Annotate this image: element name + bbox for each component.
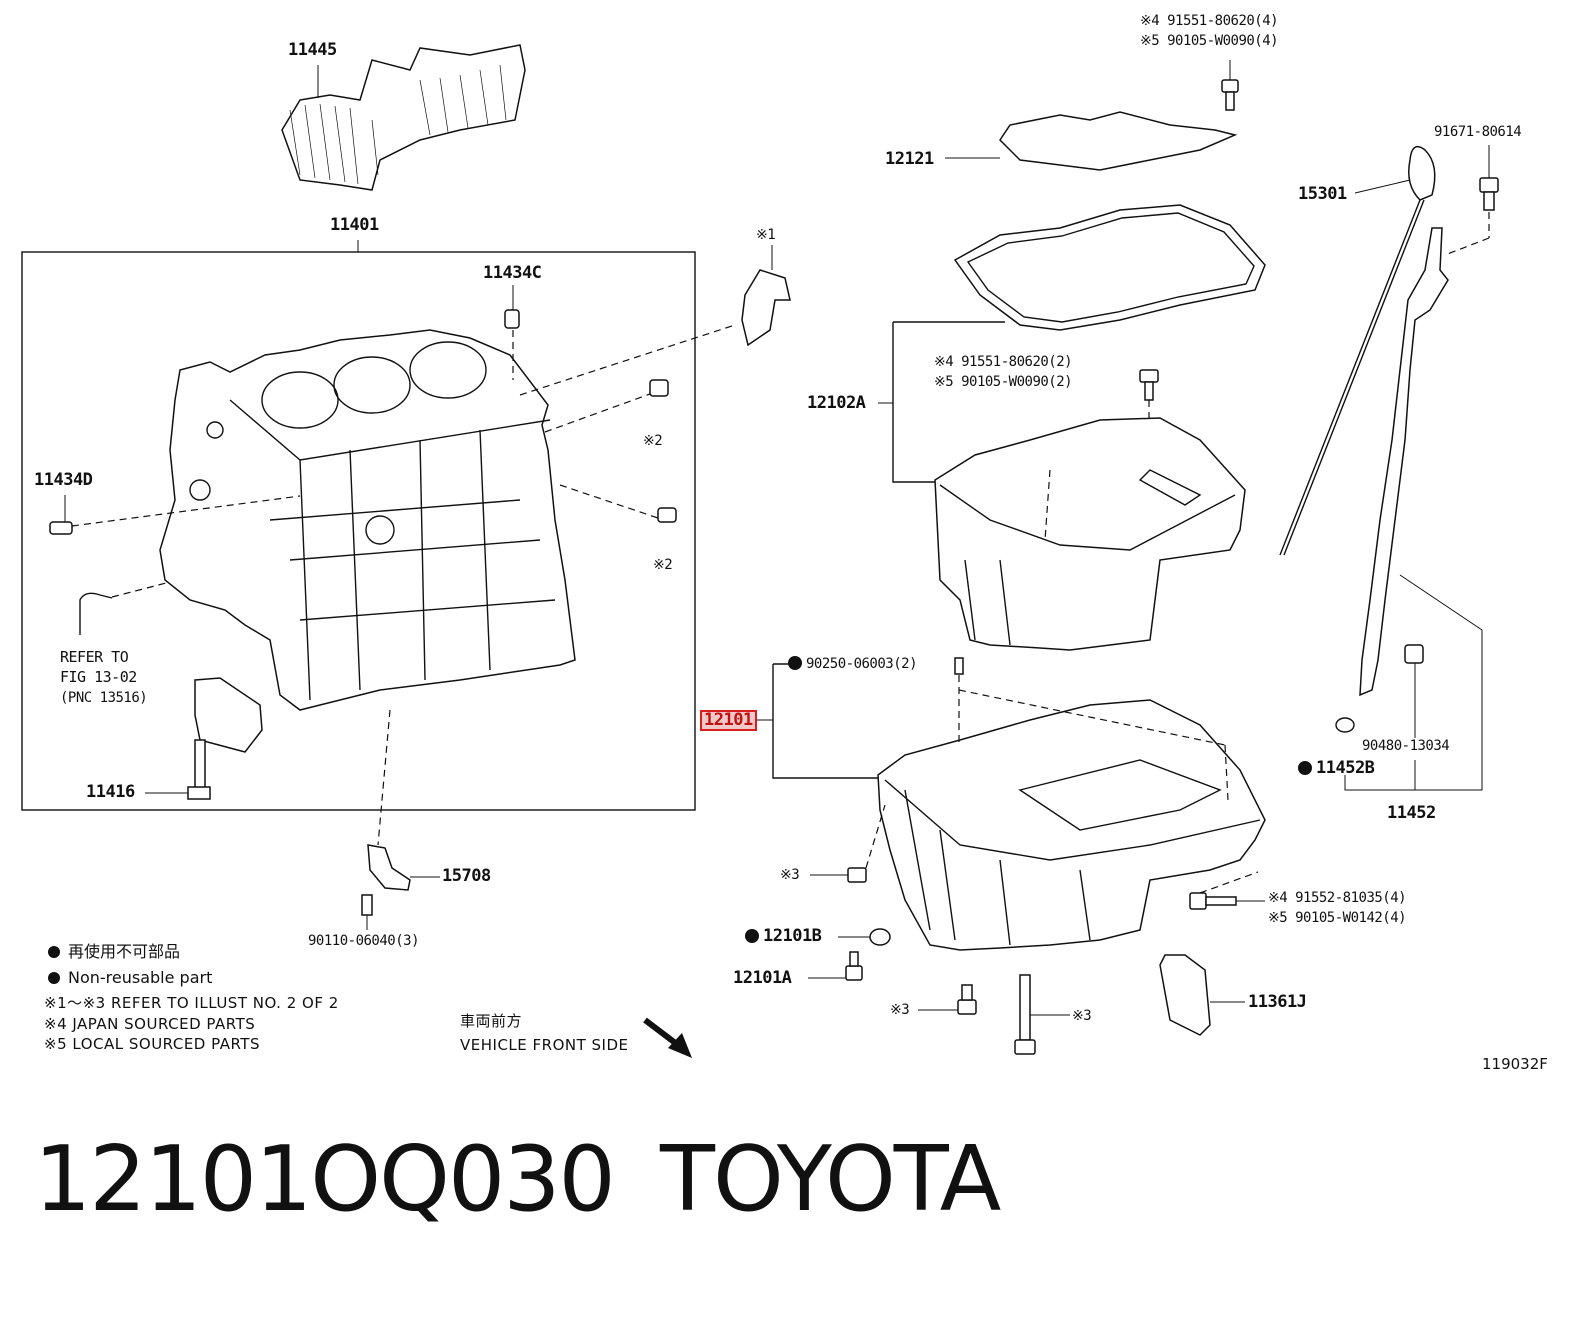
- part-number-title: 12101OQ030: [34, 1127, 616, 1232]
- label-15301[interactable]: 15301: [1298, 184, 1347, 204]
- label-note3-a: ※3: [780, 867, 800, 883]
- non-reusable-dot-icon: [788, 656, 802, 670]
- cylinder-block-part[interactable]: [159, 329, 576, 711]
- label-note2-upper: ※2: [643, 433, 663, 449]
- label-bolt-top-japan[interactable]: ※4 91551-80620(4): [1140, 13, 1279, 29]
- label-11452b[interactable]: 11452B: [1298, 758, 1375, 778]
- bolt-note3-a-part[interactable]: [847, 867, 867, 883]
- label-bolt-mid-japan[interactable]: ※4 91551-80620(2): [934, 354, 1073, 370]
- dowel-pin-90250-part: [954, 657, 964, 675]
- gauge-guide-bracket-line: [1344, 574, 1483, 791]
- non-reusable-dot-icon: [1298, 761, 1312, 775]
- drain-plug-part[interactable]: [845, 951, 863, 981]
- label-refer-fig[interactable]: FIG 13-02: [60, 668, 137, 686]
- label-90480[interactable]: 90480-13034: [1362, 738, 1450, 754]
- label-bolt-bot-japan[interactable]: ※4 91552-81035(4): [1268, 890, 1407, 906]
- label-11445[interactable]: 11445: [288, 40, 337, 60]
- plug-90480-part: [1404, 644, 1424, 664]
- drain-plug-gasket-part: [869, 928, 891, 946]
- legend-note-5: ※5 LOCAL SOURCED PARTS: [44, 1035, 260, 1053]
- label-11361j[interactable]: 11361J: [1248, 992, 1307, 1012]
- label-11434c[interactable]: 11434C: [483, 263, 542, 283]
- gasket-pan-bracket-line: [892, 321, 1005, 483]
- non-reusable-dot-icon: [48, 972, 60, 984]
- bolt-91671-part[interactable]: [1479, 177, 1499, 211]
- legend-front-en: VEHICLE FRONT SIDE: [460, 1036, 629, 1054]
- figure-id: 119032F: [1482, 1055, 1548, 1073]
- label-90110[interactable]: 90110-06040(3): [308, 933, 420, 949]
- label-12101a[interactable]: 12101A: [733, 968, 792, 988]
- dowel-pin-11434c-part[interactable]: [504, 309, 520, 329]
- bolt-note4-5-part[interactable]: [1189, 892, 1237, 910]
- water-hose-part: [79, 592, 113, 635]
- bolt-note3-b-part[interactable]: [957, 984, 977, 1015]
- bolt-top-part[interactable]: [1221, 79, 1239, 111]
- label-refer-to: REFER TO: [60, 648, 129, 666]
- knock-sensor-part[interactable]: [367, 844, 411, 891]
- baffle-plate-part[interactable]: [999, 111, 1238, 171]
- o-ring-11452b-part: [1335, 717, 1355, 733]
- label-12101b-text: 12101B: [763, 926, 822, 946]
- legend-nonreusable-en: Non-reusable part: [48, 970, 212, 986]
- non-reusable-dot-icon: [745, 929, 759, 943]
- dowel-pin-note2-upper[interactable]: [649, 379, 669, 397]
- oil-pan-bracket-line: [772, 663, 878, 779]
- vehicle-front-arrow-icon: [643, 1017, 692, 1058]
- label-12102a[interactable]: 12102A: [807, 393, 866, 413]
- label-bolt-bot-local[interactable]: ※5 90105-W0142(4): [1268, 910, 1407, 926]
- label-refer-pnc: (PNC 13516): [60, 690, 148, 706]
- label-12101b[interactable]: 12101B: [745, 926, 822, 946]
- label-11416[interactable]: 11416: [86, 782, 135, 802]
- bolt-90110-part[interactable]: [361, 894, 373, 916]
- legend-nonreusable-en-text: Non-reusable part: [68, 968, 213, 987]
- dowel-pin-11434d-part[interactable]: [49, 521, 73, 535]
- oil-pan-sub-assembly-part[interactable]: [877, 699, 1266, 951]
- legend-note-4: ※4 JAPAN SOURCED PARTS: [44, 1015, 256, 1033]
- upper-oil-pan-part[interactable]: [934, 417, 1246, 651]
- label-12101-highlighted[interactable]: 12101: [700, 710, 757, 731]
- exploded-view-drawing: [21, 44, 1499, 1058]
- non-reusable-dot-icon: [48, 946, 60, 958]
- label-11401[interactable]: 11401: [330, 215, 379, 235]
- bracket-note1-part[interactable]: [741, 269, 791, 347]
- label-12121[interactable]: 12121: [885, 149, 934, 169]
- oil-pan-gasket-part[interactable]: [953, 204, 1266, 331]
- label-11452b-text: 11452B: [1316, 758, 1375, 778]
- stud-bolt-note3-c-part[interactable]: [1014, 974, 1036, 1055]
- bearing-cap-part[interactable]: [187, 677, 263, 800]
- label-11452[interactable]: 11452: [1387, 803, 1436, 823]
- legend-note-1-3: ※1～※3 REFER TO ILLUST NO. 2 OF 2: [44, 994, 339, 1012]
- label-90250-text: 90250-06003(2): [806, 656, 918, 672]
- label-bolt-top-local[interactable]: ※5 90105-W0090(4): [1140, 33, 1279, 49]
- engine-mount-cover-part[interactable]: [281, 44, 526, 191]
- label-91671[interactable]: 91671-80614: [1434, 124, 1522, 140]
- legend-front-jp: 車両前方: [460, 1012, 523, 1030]
- dowel-pin-note2-lower[interactable]: [657, 507, 677, 523]
- oil-level-gauge-part[interactable]: [1279, 145, 1436, 556]
- label-note3-b: ※3: [890, 1002, 910, 1018]
- oil-level-gauge-guide-part[interactable]: [1359, 227, 1449, 697]
- label-note1: ※1: [756, 227, 776, 243]
- legend-nonreusable-jp-text: 再使用不可部品: [68, 942, 181, 961]
- label-note2-lower: ※2: [653, 557, 673, 573]
- bolt-mid-part[interactable]: [1139, 369, 1159, 401]
- legend-nonreusable-jp: 再使用不可部品: [48, 944, 180, 960]
- label-90250[interactable]: 90250-06003(2): [788, 656, 918, 672]
- label-11434d[interactable]: 11434D: [34, 470, 93, 490]
- label-15708[interactable]: 15708: [442, 866, 491, 886]
- label-bolt-mid-local[interactable]: ※5 90105-W0090(2): [934, 374, 1073, 390]
- label-note3-c: ※3: [1072, 1008, 1092, 1024]
- brand-title: TOYOTA: [660, 1127, 1001, 1232]
- service-hole-cover-part[interactable]: [1159, 954, 1211, 1036]
